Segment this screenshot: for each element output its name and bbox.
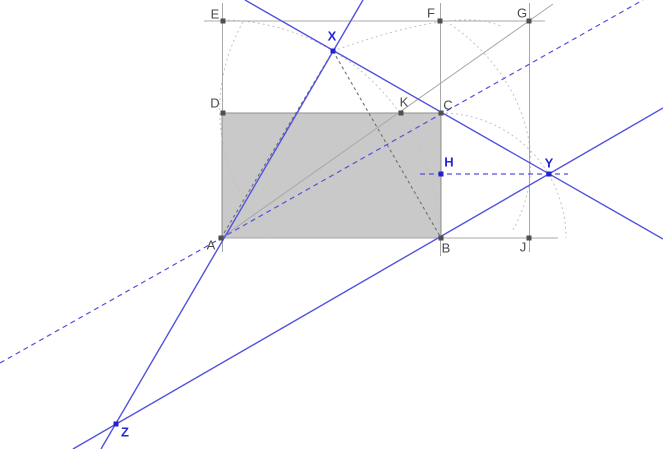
point-K[interactable] [398,110,404,116]
point-label-A: A [207,238,216,253]
point-label-J: J [520,240,527,255]
point-label-E: E [211,7,220,22]
point-label-C: C [443,98,452,113]
point-G[interactable] [526,18,532,24]
point-D[interactable] [220,110,226,116]
point-Z[interactable] [113,421,119,427]
point-X[interactable] [330,48,336,54]
line-Z-B-Y[interactable] [72,107,663,449]
point-A[interactable] [218,235,224,241]
line-X-A-Z[interactable] [100,0,364,449]
point-C[interactable] [438,110,444,116]
point-F[interactable] [437,18,443,24]
point-label-X: X [328,29,337,44]
point-label-D: D [210,96,219,111]
point-label-Z: Z [121,425,129,440]
point-label-F: F [427,6,435,21]
point-H[interactable] [438,171,444,177]
arc-right-of-C[interactable] [449,23,532,233]
point-label-H: H [444,155,453,170]
point-label-K: K [400,95,409,110]
point-label-Y: Y [545,156,554,171]
point-Y[interactable] [546,171,552,177]
line-X-C-Y[interactable] [244,0,663,240]
point-B[interactable] [438,235,444,241]
arc-circle-A-radius-AB[interactable] [222,19,440,239]
point-label-G: G [517,6,527,21]
point-label-B: B [442,241,451,256]
point-J[interactable] [526,235,532,241]
arc-circle-B-radius-BC[interactable] [440,112,567,239]
arc-circle-B-radius-BA[interactable] [332,19,503,52]
line-AC-extended-dashed[interactable] [0,0,644,364]
point-E[interactable] [220,18,226,24]
line-A-K-G[interactable] [220,3,554,239]
arc-circle-K-radius-KD[interactable] [219,21,273,237]
